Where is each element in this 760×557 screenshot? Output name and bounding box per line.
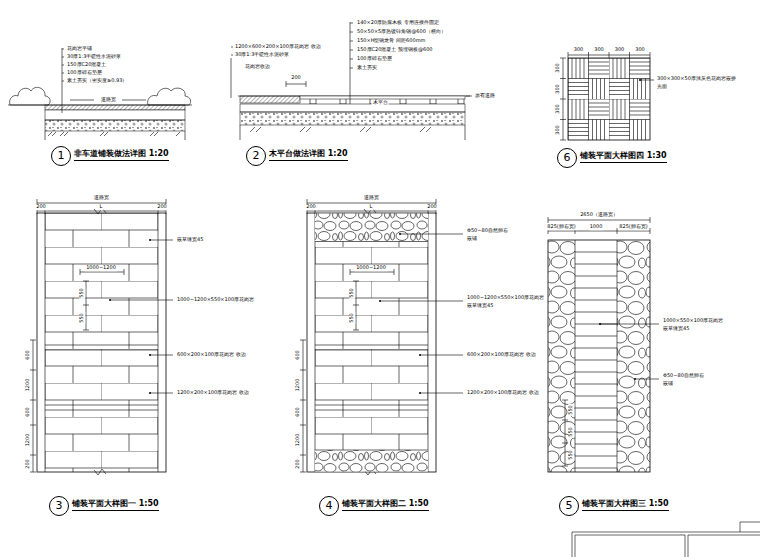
dimension-text: 200	[426, 204, 438, 210]
dimension-text: 2650（道路宽）	[579, 212, 619, 218]
callout-note: 素土夯实（密实度≥0.93）	[66, 78, 128, 84]
dimension-text: 道路宽	[363, 195, 380, 201]
dimension-text: 550	[568, 404, 574, 416]
dimension-text: 550	[349, 287, 355, 299]
dimension-text: 200	[35, 204, 47, 210]
dimension-text: 825(卵石宽)	[546, 224, 576, 230]
dimension-text: 550	[568, 426, 574, 438]
callout-note: 原有道路	[474, 93, 496, 99]
callout-number: 6	[558, 149, 576, 167]
callout-note: Φ50~80自然卵石	[662, 373, 705, 379]
dimension-text: 550	[349, 312, 355, 324]
callout-note: 600×200×100厚花岗岩 收边	[466, 352, 537, 358]
dimension-text: 1000~1200	[85, 265, 117, 271]
callout-note: 花岗岩平铺	[66, 46, 93, 52]
dimension-text: 1000~1200	[355, 265, 387, 271]
callout-note: 嵌铺	[662, 381, 674, 387]
callout-number: 5	[560, 497, 578, 515]
dimension-text: 1000	[589, 224, 604, 230]
dimension-text: 550	[79, 312, 85, 324]
callout-note: 1200×600×200×100厚花岗岩 收边	[234, 44, 322, 50]
callout-number: 1	[52, 147, 70, 165]
dimension-text: L	[369, 204, 374, 210]
callout-note: 30厚1:3干硬性水泥砂浆	[66, 54, 122, 60]
dimension-text: 300	[573, 47, 585, 53]
callout-note: Φ50~80自然卵石	[466, 228, 509, 234]
dimension-text: 300	[555, 83, 561, 95]
dimension-text: 300	[593, 47, 605, 53]
dimension-text: 200	[295, 458, 301, 470]
dimension-text: 1200	[295, 433, 301, 448]
callout-note: 300×300×50厚浅灰色花岗岩嵌拼	[656, 76, 737, 82]
dimension-text: 300	[634, 47, 646, 53]
callout-number: 4	[320, 497, 338, 515]
callout-note: 1000~1200×550×100厚花岗岩	[466, 295, 545, 301]
callout-note: 140×20厚防腐木板 专用连接件固定	[356, 20, 440, 26]
drawing-title: 铺装平面大样图一 1:50	[72, 500, 159, 511]
callout-note: 150×H型钢龙骨 间距600mm	[356, 38, 426, 44]
callout-note: 嵌草缝宽45	[176, 237, 204, 243]
dimension-text: 200	[156, 204, 168, 210]
dimension-text: 1200	[295, 378, 301, 393]
callout-note: 光面	[656, 84, 668, 90]
callout-note: 嵌草缝宽45	[466, 303, 494, 309]
callout-note: 100厚碎石垫层	[356, 56, 393, 62]
callout-note: 150厚C20混凝土	[66, 62, 107, 68]
dimension-text: 600	[25, 406, 31, 418]
callout-note: 嵌铺	[466, 236, 478, 242]
dimension-text: 600	[295, 406, 301, 418]
drawing-title: 铺装平面大样图三 1:50	[582, 500, 669, 511]
callout-number: 3	[50, 497, 68, 515]
detail-callout-circle: 2木平台做法详图 1:20	[246, 146, 266, 166]
callout-note: 花岗岩收边	[244, 64, 271, 70]
dimension-text: 300	[555, 124, 561, 136]
callout-note: 1000×550×100厚花岗岩	[662, 318, 724, 324]
detail-callout-circle: 3铺装平面大样图一 1:50	[49, 496, 69, 516]
callout-note: 100厚碎石垫层	[66, 70, 103, 76]
dimension-text: 200	[25, 458, 31, 470]
detail-callout-circle: 6铺装平面大样图四 1:30	[557, 148, 577, 168]
drawing-title: 非车道铺装做法详图 1:20	[74, 150, 169, 161]
dimension-text: L	[99, 204, 104, 210]
callout-note: 嵌草缝宽45	[662, 326, 690, 332]
callout-note: 50×50×5厚热镀锌角钢@600（横向）	[356, 29, 447, 35]
dimension-text: 道路宽	[100, 97, 117, 103]
detail-callout-circle: 4铺装平面大样图二 1:50	[319, 496, 339, 516]
detail-callout-circle: 1非车道铺装做法详图 1:20	[51, 146, 71, 166]
dimension-text: 550	[568, 449, 574, 461]
drawing-title: 铺装平面大样图四 1:30	[580, 152, 667, 163]
dimension-text: 300	[555, 103, 561, 115]
dimension-text: 1200	[25, 433, 31, 448]
callout-note: 1000~1200×550×100厚花岗岩	[176, 297, 255, 303]
callout-note: 150厚C20混凝土 预埋钢板@600	[356, 47, 434, 53]
callout-note: 1200×200×100厚花岗岩 收边	[176, 390, 250, 396]
dimension-text: 1200	[25, 378, 31, 393]
callout-note: 素土夯实	[356, 65, 378, 71]
dimension-text: 600	[295, 349, 301, 361]
dimension-text: 道路宽	[93, 195, 110, 201]
callout-note: 600×200×100厚花岗岩 收边	[176, 352, 247, 358]
callout-number: 2	[247, 147, 265, 165]
callout-note: 1200×200×100厚花岗岩 收边	[466, 390, 540, 396]
dimension-text: 200	[305, 204, 317, 210]
dimension-text: 300	[555, 62, 561, 74]
drawing-title: 铺装平面大样图二 1:50	[342, 500, 429, 511]
dimension-text: 550	[79, 287, 85, 299]
callout-note: 30厚1:3干硬性水泥砂浆	[234, 52, 290, 58]
dimension-text: 木平台	[372, 100, 389, 106]
drawing-title: 木平台做法详图 1:20	[269, 150, 348, 161]
detail-callout-circle: 5铺装平面大样图三 1:50	[559, 496, 579, 516]
dimension-text: 300	[614, 47, 626, 53]
dimension-text: 600	[25, 349, 31, 361]
dimension-text: 825(卵石宽)	[618, 224, 648, 230]
dimension-text: 200	[290, 75, 302, 81]
